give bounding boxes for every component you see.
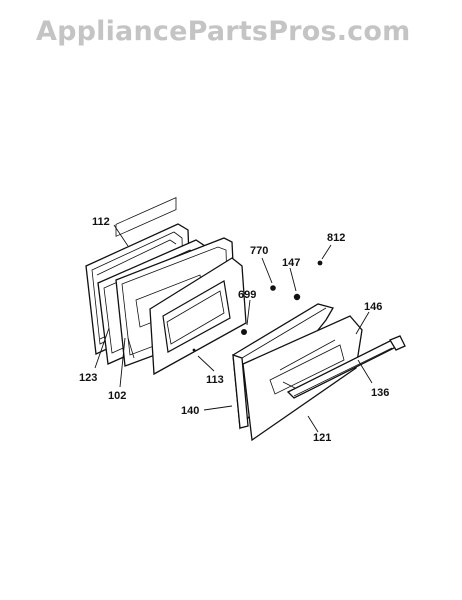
label-136: 136 bbox=[371, 387, 389, 399]
label-147: 147 bbox=[282, 257, 300, 269]
label-113: 113 bbox=[206, 374, 224, 386]
label-812: 812 bbox=[327, 232, 345, 244]
label-140: 140 bbox=[181, 405, 199, 417]
label-112: 112 bbox=[92, 216, 110, 228]
label-770: 770 bbox=[250, 245, 268, 257]
screw-699 bbox=[241, 329, 247, 335]
part-121-outer-glass bbox=[242, 315, 363, 442]
watermark: AppliancePartsPros.com bbox=[36, 16, 411, 47]
leader-lines bbox=[94, 224, 373, 433]
screw-770 bbox=[270, 285, 276, 291]
label-699: 699 bbox=[238, 289, 256, 301]
screw-812 bbox=[317, 260, 323, 266]
part-113-window-panel bbox=[149, 257, 247, 376]
label-146: 146 bbox=[364, 301, 382, 313]
label-102: 102 bbox=[108, 390, 126, 402]
screw-147 bbox=[293, 293, 301, 301]
label-121: 121 bbox=[313, 432, 331, 444]
label-123: 123 bbox=[79, 372, 97, 384]
part-136-handle bbox=[286, 335, 406, 399]
